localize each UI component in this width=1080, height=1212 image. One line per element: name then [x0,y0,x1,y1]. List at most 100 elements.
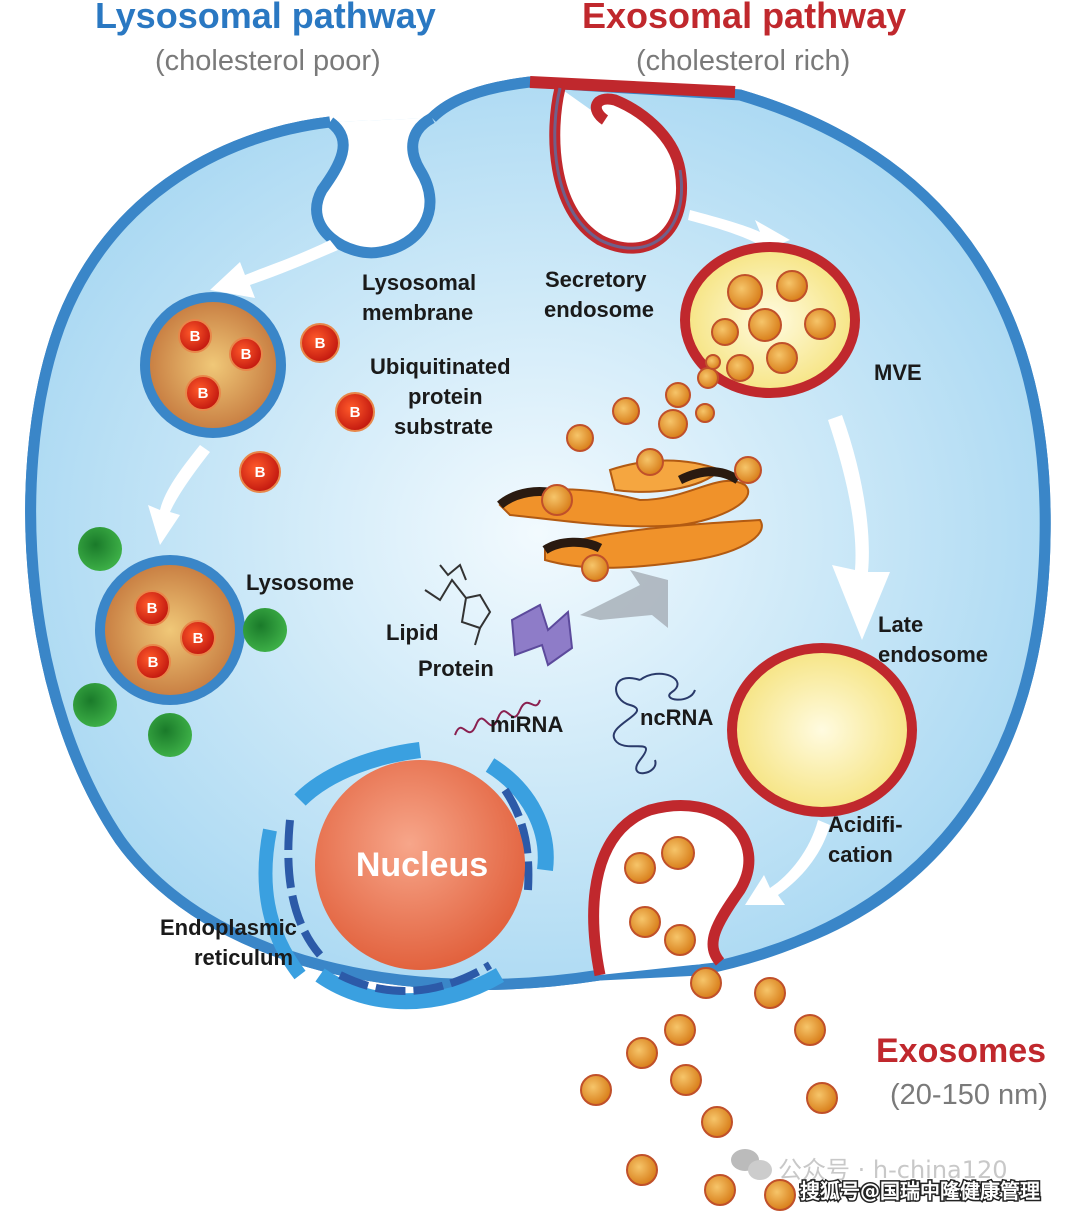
label-ubiquitinated-2: protein [408,384,483,409]
label-protein: Protein [418,656,494,681]
lysosomal-pathway-subtitle: (cholesterol poor) [155,45,381,77]
exosome-vesicle [580,1074,612,1106]
exosome-vesicle [566,424,594,452]
exocytosis-membrane [588,800,755,977]
lysosomal-pathway-title: Lysosomal pathway [95,0,436,36]
wechat-watermark: 公众号 · h-china120 [778,1156,1008,1184]
mirna-icon [454,699,541,736]
substrate-ball [178,319,212,353]
substrate-marker: B [350,404,361,421]
exosome-vesicle [727,274,763,310]
exosome-vesicle [626,1154,658,1186]
nucleus [315,760,525,970]
exosome-vesicle [612,397,640,425]
exosome-vesicle [664,924,696,956]
sohu-watermark: 搜狐号@国瑞中隆健康管理 [800,1179,1040,1203]
exosome-vesicle [776,270,808,302]
exosome-vesicle [670,1064,702,1096]
endoplasmic-reticulum [258,742,554,1010]
exosome-vesicle [804,308,836,340]
exosome-vesicle [690,967,722,999]
lysosome-enzyme [148,713,192,757]
substrate-marker: B [315,335,326,352]
substrate-ball [185,375,221,411]
lysosome-enzymes [73,527,287,757]
lysosome-enzyme [73,683,117,727]
substrate-marker: B [193,630,204,647]
exosome-vesicle [629,906,661,938]
label-late-endosome-1: Late [878,612,923,637]
exosome-vesicle [748,308,782,342]
exosome-vesicle [665,382,691,408]
substrate-ball [300,323,340,363]
label-secretory-endosome-2: endosome [544,297,654,322]
label-mve: MVE [874,360,922,385]
label-secretory-endosome-1: Secretory [545,267,647,292]
protein-icon [510,603,574,667]
exosomal-pathway-subtitle: (cholesterol rich) [636,45,850,77]
label-mirna: miRNA [490,712,563,737]
endosome-with-substrate [140,292,286,438]
exosome-vesicle [626,1037,658,1069]
exosome-vesicle [764,1179,796,1211]
exosome-vesicle [794,1014,826,1046]
substrate-ball [180,620,216,656]
exosome-vesicle [726,354,754,382]
label-ubiquitinated-1: Ubiquitinated [370,354,511,379]
gray-arrow [580,570,668,628]
exosome-vesicle [711,318,739,346]
pathway-arrows [148,210,890,905]
lysosome-enzyme [243,608,287,652]
exosome-vesicle [661,836,695,870]
exosome-vesicle [581,554,609,582]
substrate-ball [135,644,171,680]
label-nucleus: Nucleus [356,846,488,884]
substrate-marker: B [255,464,266,481]
substrate-ball [134,590,170,626]
exosome-vesicle [664,1014,696,1046]
label-exosome-size: (20-150 nm) [890,1079,1048,1111]
exosome-vesicle [697,367,719,389]
wechat-icon [731,1149,772,1180]
substrate-marker: B [241,346,252,363]
label-exosomes: Exosomes [876,1032,1046,1070]
substrate-marker: B [198,385,209,402]
label-er-1: Endoplasmic [160,915,297,940]
exosome-vesicle [695,403,715,423]
substrate-ball [229,337,263,371]
substrate-ball [239,451,281,493]
label-ncrna: ncRNA [640,705,713,730]
exosome-vesicle [766,342,798,374]
exosome-vesicle [806,1082,838,1114]
lysosome [95,555,245,705]
substrate-ball [335,392,375,432]
label-acidification-1: Acidifi- [828,812,903,837]
exosome-vesicle [701,1106,733,1138]
cholesterol-rich-membrane [529,76,736,98]
lysosomal-invagination [311,113,436,259]
lipid-icon [424,563,492,646]
exosome-vesicle [624,852,656,884]
late-endosome [727,643,917,817]
label-late-endosome-2: endosome [878,642,988,667]
exosome-vesicle [636,448,664,476]
ncrna-icon [612,672,696,775]
exosomal-pathway-title: Exosomal pathway [582,0,906,36]
substrate-marker: B [147,600,158,617]
substrate-marker: B [190,328,201,345]
exosome-vesicles [541,270,838,1211]
label-lipid: Lipid [386,620,439,645]
label-lysosomal-membrane-1: Lysosomal [362,270,476,295]
label-lysosomal-membrane-2: membrane [362,300,473,325]
exosome-vesicle [704,1174,736,1206]
exosome-vesicle [705,354,721,370]
label-er-2: reticulum [194,945,293,970]
exosome-vesicle [734,456,762,484]
label-acidification-2: cation [828,842,893,867]
exosome-vesicle [658,409,688,439]
label-ubiquitinated-3: substrate [394,414,493,439]
lysosome-enzyme [78,527,122,571]
exosome-vesicle [541,484,573,516]
